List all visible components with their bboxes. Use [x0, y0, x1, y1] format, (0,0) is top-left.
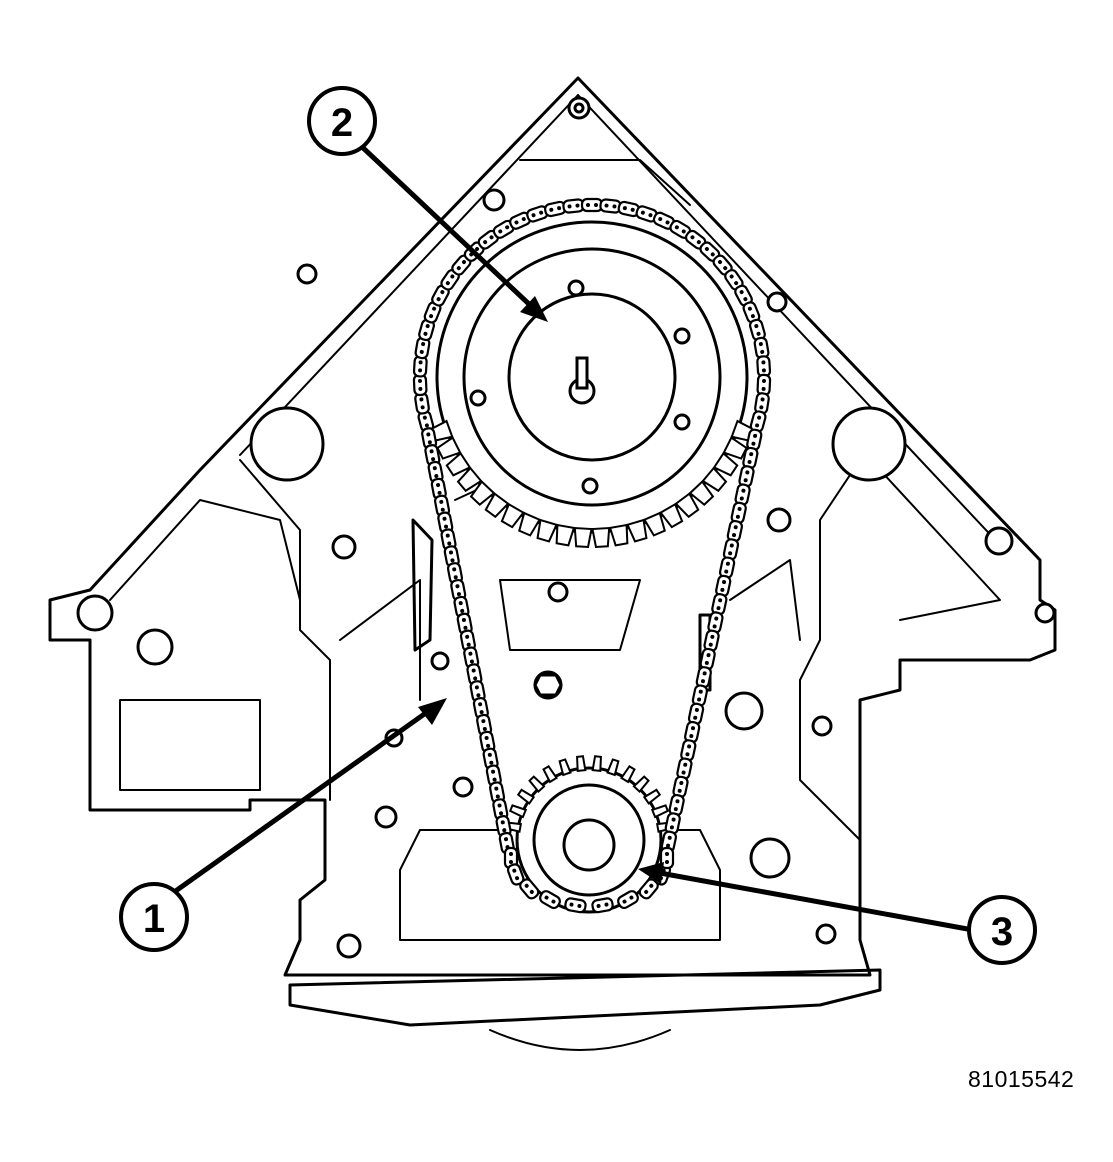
chain-link	[734, 284, 753, 307]
sprocket-tooth	[620, 765, 636, 784]
chain-link	[756, 373, 772, 397]
sprocket-tooth	[518, 511, 542, 537]
sprocket-tooth	[555, 523, 576, 547]
chain-link	[412, 373, 428, 397]
callout-2-label: 2	[331, 101, 353, 145]
chain-link	[754, 392, 770, 415]
sprocket-tooth	[712, 451, 739, 477]
figure-number: 81015542	[968, 1066, 1075, 1092]
sprocket-tooth	[650, 804, 670, 819]
chain-link	[412, 355, 428, 378]
chain-link	[617, 890, 639, 910]
sprocket-tooth	[484, 492, 510, 519]
chain-link	[414, 336, 431, 360]
sprocket-tooth	[576, 755, 587, 773]
sprocket-tooth	[688, 480, 715, 506]
sprocket-tooth	[608, 523, 629, 547]
sprocket-tooth	[591, 755, 602, 773]
chain-link	[466, 663, 483, 686]
sprocket-tooth	[632, 775, 650, 794]
chain-link	[599, 198, 622, 214]
sprocket-tooth	[626, 518, 648, 543]
sprocket-tooth	[469, 480, 496, 506]
callout-1-label: 1	[143, 897, 165, 941]
chain-link	[459, 629, 476, 652]
crankshaft-sprocket	[504, 755, 674, 914]
callout-leaders	[168, 143, 974, 933]
chain-link	[659, 846, 675, 870]
camshaft-sprocket	[429, 220, 755, 549]
sprocket-tooth	[701, 466, 728, 493]
oil-pan	[288, 968, 882, 1051]
sprocket-tooth	[500, 502, 525, 529]
chain-link	[526, 205, 549, 223]
sprocket-tooth	[642, 511, 666, 537]
chain-link	[699, 647, 716, 671]
chain-link	[756, 355, 772, 378]
callout-3-label: 3	[991, 910, 1013, 954]
sprocket-tooth	[674, 492, 700, 519]
callout-3: 3	[967, 895, 1037, 965]
block-holes	[76, 96, 1056, 959]
chain-link	[591, 897, 614, 914]
chain-link	[469, 680, 486, 703]
chain-link	[450, 578, 467, 602]
chain-link	[539, 890, 561, 910]
sprocket-tooth	[445, 451, 472, 477]
sprocket-tooth	[606, 758, 620, 777]
chain-link	[492, 798, 509, 821]
sprocket-tooth	[516, 788, 536, 805]
sprocket-tooth	[536, 518, 558, 543]
sprocket-tooth	[528, 775, 546, 794]
chain-link	[580, 197, 604, 213]
chain-link	[742, 301, 761, 324]
sprocket-tooth	[456, 466, 483, 493]
chain-link	[453, 595, 470, 619]
chain-link	[564, 897, 587, 914]
chain-link	[703, 629, 720, 652]
sprocket-tooth	[591, 526, 611, 549]
callout-2: 2	[307, 86, 377, 156]
chain-link	[506, 863, 525, 886]
chain-link	[680, 739, 697, 762]
sprocket-tooth	[722, 436, 748, 460]
chain-link	[519, 878, 540, 900]
sprocket-tooth	[659, 502, 684, 529]
timing-chain	[412, 197, 772, 914]
sprocket-tooth	[508, 804, 528, 819]
chain-link	[503, 846, 519, 870]
sprocket-tooth	[573, 526, 593, 549]
sprocket-tooth	[642, 788, 662, 805]
chain-link	[434, 494, 451, 518]
chain-link	[715, 574, 732, 598]
sprocket-tooth	[558, 758, 572, 777]
sprocket-tooth	[542, 765, 558, 784]
callout-1: 1	[119, 882, 189, 952]
